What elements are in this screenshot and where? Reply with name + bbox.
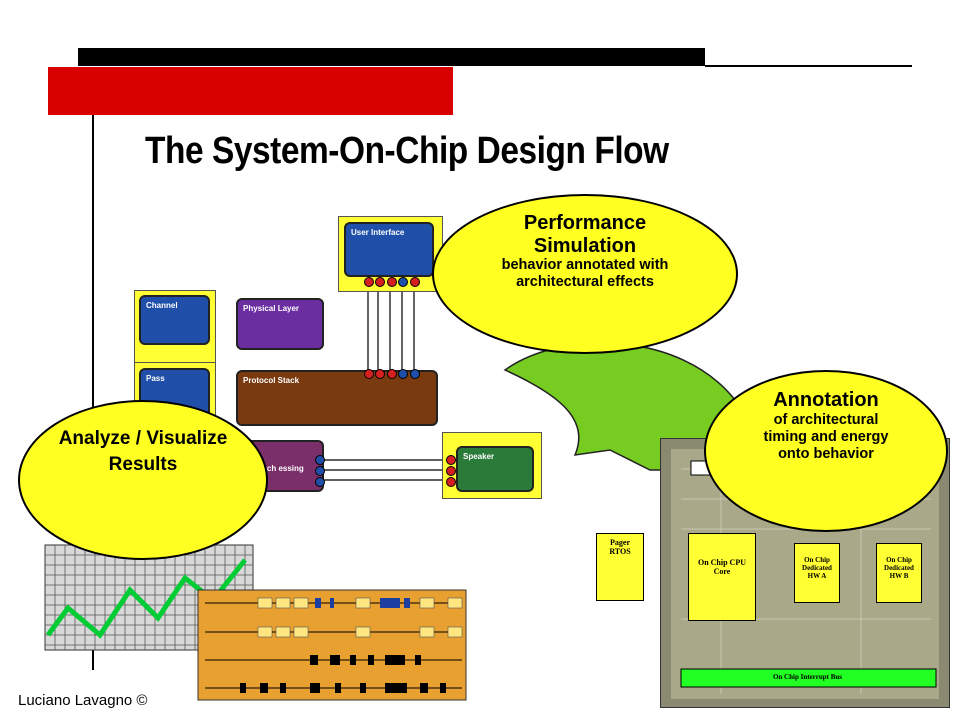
top-thin-line <box>705 65 912 67</box>
callout-heading-2: Results <box>108 454 178 475</box>
cpu-core-label: On Chip CPU Core <box>697 558 746 576</box>
baseband-label: nch essing <box>262 464 304 473</box>
left-vertical-line <box>92 115 94 670</box>
hw-a-block: On Chip Dedicated HW A <box>794 543 840 603</box>
protocol-stack-module: Protocol Stack <box>236 370 438 426</box>
hw-b-label: On Chip Dedicated HW B <box>884 556 914 580</box>
channel-label: Channel <box>146 301 178 310</box>
port <box>387 277 397 287</box>
pager-rtos-label: Pager RTOS <box>609 538 631 556</box>
author-footer: Luciano Lavagno © <box>18 692 148 709</box>
protocol-stack-label: Protocol Stack <box>243 376 300 385</box>
analyze-visualize-callout: Analyze / Visualize Results <box>18 400 268 560</box>
physical-layer-label: Physical Layer <box>243 304 300 313</box>
callout-body-3: onto behavior <box>778 446 874 462</box>
hw-b-block: On Chip Dedicated HW B <box>876 543 922 603</box>
hw-a-label: On Chip Dedicated HW A <box>802 556 832 580</box>
port <box>398 277 408 287</box>
port <box>375 369 385 379</box>
port <box>410 369 420 379</box>
slide-title: The System-On-Chip Design Flow <box>145 130 669 172</box>
callout-heading: Analyze / Visualize <box>58 428 228 449</box>
callout-body: behavior annotated with <box>501 257 669 273</box>
callout-body-2: architectural effects <box>516 274 654 290</box>
top-black-bar <box>78 48 705 66</box>
timing-diagram <box>197 589 467 701</box>
user-interface-module: User Interface <box>344 222 434 277</box>
callout-heading: Annotation <box>773 389 879 411</box>
port <box>387 369 397 379</box>
port <box>315 455 325 465</box>
physical-layer-module: Physical Layer <box>236 298 324 350</box>
cpu-core-block: On Chip CPU Core <box>688 533 756 621</box>
port <box>315 477 325 487</box>
performance-simulation-callout: Performance Simulation behavior annotate… <box>432 194 738 354</box>
port <box>315 466 325 476</box>
callout-body-2: timing and energy <box>763 429 889 445</box>
port <box>446 455 456 465</box>
channel-module: Channel <box>139 295 210 345</box>
speaker-module: Speaker <box>456 446 534 492</box>
pass-label: Pass <box>146 374 165 383</box>
callout-heading: Performance <box>523 212 647 234</box>
port <box>375 277 385 287</box>
callout-body: of architectural <box>773 412 879 428</box>
port <box>364 369 374 379</box>
port <box>446 477 456 487</box>
user-interface-label: User Interface <box>351 228 405 237</box>
red-accent-bar <box>48 67 453 115</box>
port <box>410 277 420 287</box>
port <box>446 466 456 476</box>
callout-heading-2: Simulation <box>533 235 637 257</box>
interrupt-bus-label: On Chip Interrupt Bus <box>772 673 843 681</box>
annotation-callout: Annotation of architectural timing and e… <box>704 370 948 532</box>
port <box>364 277 374 287</box>
port <box>398 369 408 379</box>
speaker-label: Speaker <box>463 452 495 461</box>
pager-rtos-block: Pager RTOS <box>596 533 644 601</box>
